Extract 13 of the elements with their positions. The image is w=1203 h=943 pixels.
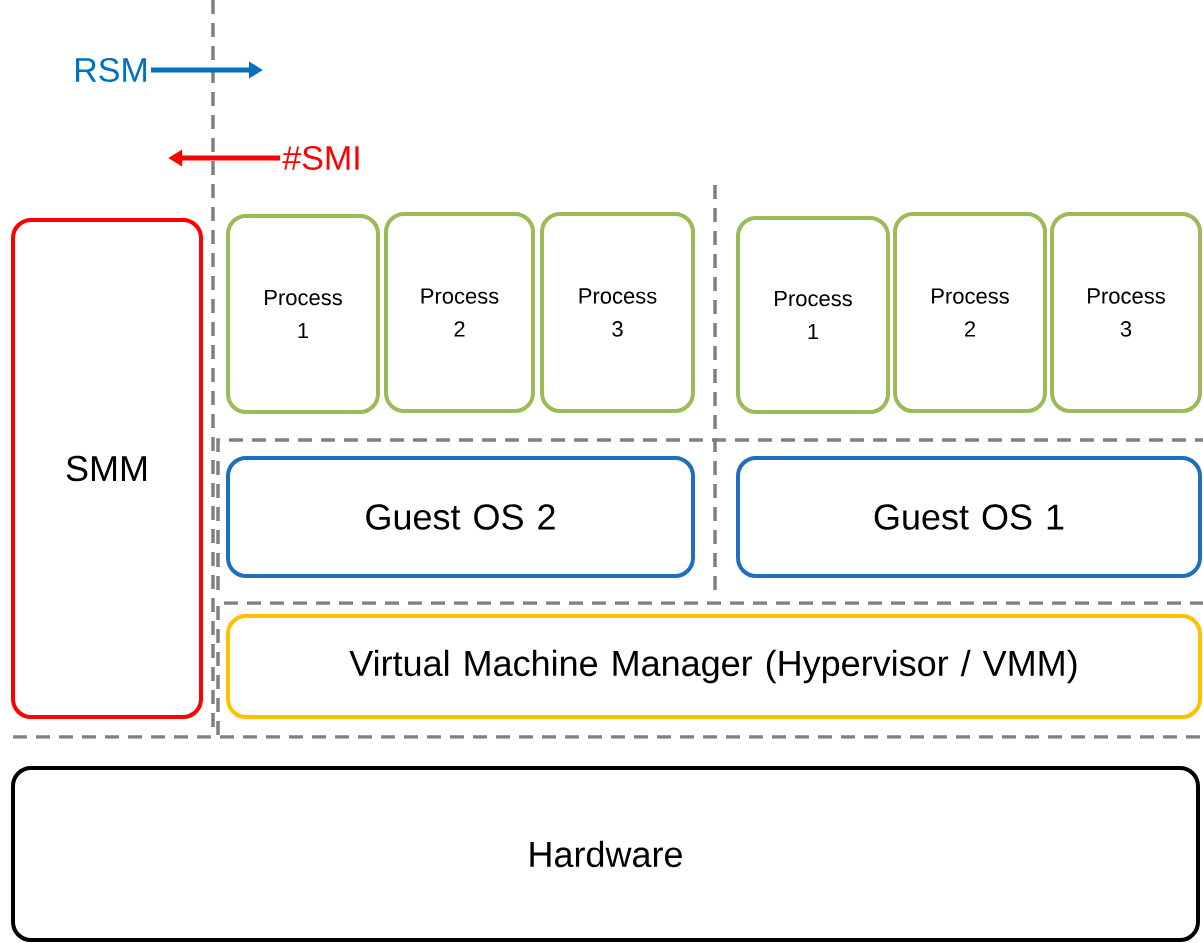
vmm-box: Virtual Machine Manager (Hypervisor / VMM) — [226, 614, 1202, 719]
os-box: Guest OS 1 — [736, 456, 1202, 578]
smm-box: SMM — [11, 218, 203, 719]
hardware-box: Hardware — [11, 766, 1200, 942]
signal-label: RSM — [76, 57, 146, 83]
process-box: Process 3 — [540, 212, 695, 413]
os-box: Guest OS 2 — [226, 456, 695, 578]
signal-label: #SMI — [282, 145, 359, 171]
process-box: Process 2 — [384, 212, 535, 413]
process-box: Process 1 — [226, 214, 380, 414]
process-box: Process 3 — [1050, 212, 1202, 413]
process-box: Process 2 — [893, 212, 1047, 413]
process-box: Process 1 — [736, 216, 890, 414]
